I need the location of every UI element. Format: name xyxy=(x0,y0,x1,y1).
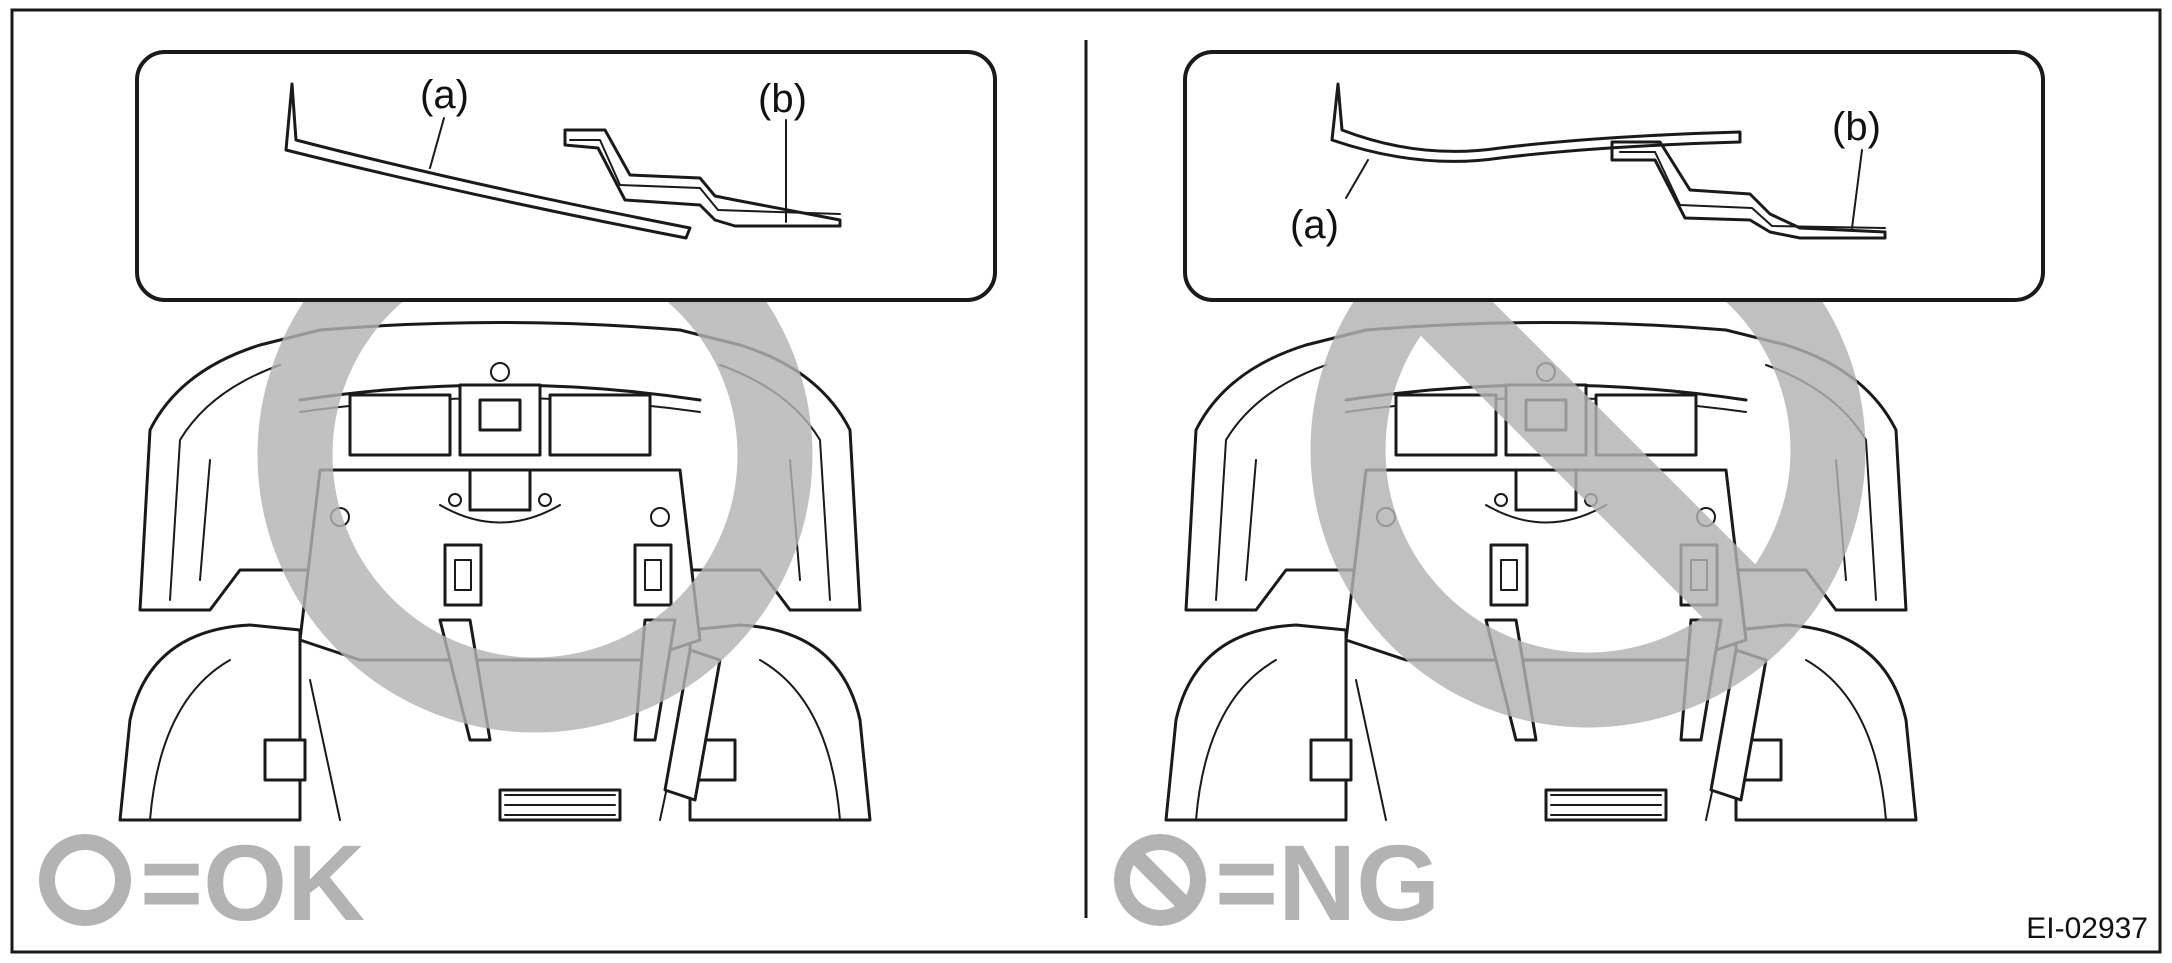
legend-ok-text: =OK xyxy=(140,822,365,943)
left-label-b: (b) xyxy=(758,77,807,121)
legend-ng-text: =NG xyxy=(1215,822,1440,943)
left-panel: (a) (b) =OK xyxy=(39,50,997,943)
right-detail-inset xyxy=(1183,50,2045,302)
right-panel: (a) (b) =NG xyxy=(1114,50,2045,943)
figure-frame xyxy=(10,8,2162,954)
figure-code: EI-02937 xyxy=(2026,912,2148,945)
right-label-a: (a) xyxy=(1290,203,1339,247)
legend-ng-icon xyxy=(1114,834,1206,926)
right-label-b: (b) xyxy=(1832,105,1881,149)
left-detail-inset xyxy=(135,50,997,302)
right-part-a xyxy=(1330,82,1742,163)
right-part-b xyxy=(1610,140,1887,240)
left-part-a xyxy=(284,82,692,240)
legend-ok-icon xyxy=(39,834,131,926)
left-part-b xyxy=(563,128,842,228)
left-label-a: (a) xyxy=(420,73,469,117)
